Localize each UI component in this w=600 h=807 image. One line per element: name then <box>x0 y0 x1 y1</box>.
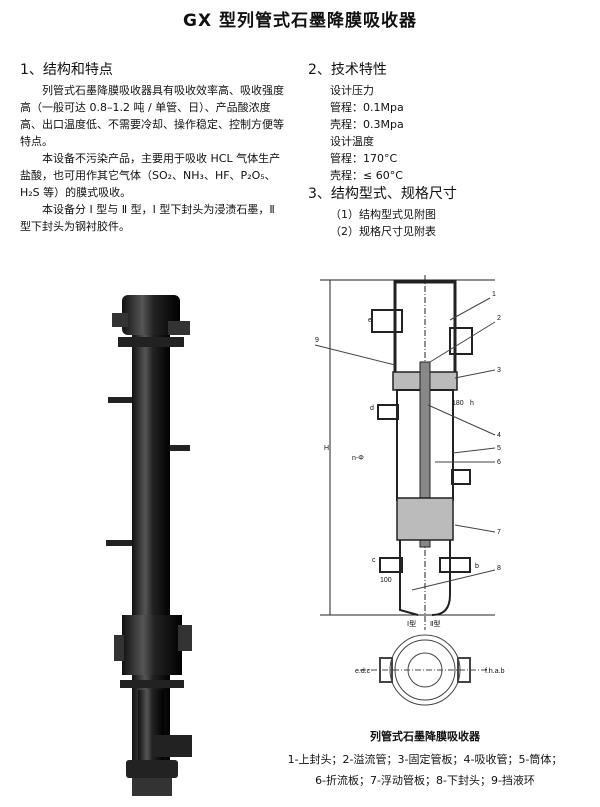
part-label-6: 6 <box>497 459 501 466</box>
bolt-label: n-Φ <box>352 455 364 462</box>
section1-heading: 1、结构和特点 <box>20 62 113 78</box>
temp-shell: 壳程：≤ 60°C <box>330 169 403 182</box>
part-label-3: 3 <box>497 367 501 374</box>
left-nozzles-label: e.d.c <box>355 668 371 675</box>
page-title: GX 型列管式石墨降膜吸收器 <box>183 11 417 31</box>
legend-line-1: 1-上封头；2-溢流管；3-固定管板；4-吸收管；5-筒体； <box>287 753 563 766</box>
legend-line-2: 6-折流板；7-浮动管板；8-下封头；9-挡液环 <box>315 774 535 787</box>
type2-label: Ⅱ型 <box>430 619 440 628</box>
part-label-2: 2 <box>497 315 501 322</box>
dim-180: 180 <box>452 400 464 407</box>
diagram-caption: 列管式石墨降膜吸收器 <box>370 730 480 743</box>
pressure-label: 设计压力 <box>330 84 374 97</box>
section1-column: 1、结构和特点 列管式石墨降膜吸收器具有吸收效率高、吸收强度高（一般可达 0.8… <box>20 60 288 235</box>
section3-item2: （2）规格尺寸见附表 <box>330 225 436 238</box>
structure-diagram: 1 2 3 4 5 6 7 8 9 H 180 100 e d c b h n-… <box>314 275 505 706</box>
section1-para3: 本设备分 Ⅰ 型与 Ⅱ 型，Ⅰ 型下封头为浸渍石墨，Ⅱ 型下封头为钢衬胶件。 <box>20 203 275 233</box>
section3-item1: （1）结构型式见附图 <box>330 208 436 221</box>
part-label-1: 1 <box>492 291 496 298</box>
pressure-tube: 管程：0.1Mpa <box>330 101 404 114</box>
nozzle-b: b <box>475 563 479 570</box>
nozzle-h: h <box>470 400 474 407</box>
type1-label: Ⅰ型 <box>407 619 416 628</box>
nozzle-d: d <box>370 405 374 412</box>
part-label-9: 9 <box>315 337 319 344</box>
nozzle-c: c <box>372 557 376 564</box>
pressure-shell: 壳程：0.3Mpa <box>330 118 404 131</box>
temp-tube: 管程：170°C <box>330 152 398 165</box>
right-nozzles-label: f.h.a.b <box>485 668 505 675</box>
nozzle-e: e <box>368 317 372 324</box>
absorber-photo <box>106 295 192 796</box>
dim-h: H <box>324 445 329 452</box>
part-label-4: 4 <box>497 432 501 439</box>
section1-para2: 本设备不污染产品，主要用于吸收 HCL 气体生产盐酸，也可用作其它气体（SO₂、… <box>20 152 281 199</box>
section1-para1: 列管式石墨降膜吸收器具有吸收效率高、吸收强度高（一般可达 0.8–1.2 吨 /… <box>20 84 284 148</box>
section2-heading: 2、技术特性 <box>308 62 387 78</box>
right-column: 2、技术特性 设计压力 管程：0.1Mpa 壳程：0.3Mpa 设计温度 管程：… <box>308 60 593 240</box>
part-label-8: 8 <box>497 565 501 572</box>
temp-label: 设计温度 <box>330 135 374 148</box>
part-label-5: 5 <box>497 445 501 452</box>
section3-heading: 3、结构型式、规格尺寸 <box>308 186 457 202</box>
dim-100: 100 <box>380 577 392 584</box>
part-label-7: 7 <box>497 529 501 536</box>
